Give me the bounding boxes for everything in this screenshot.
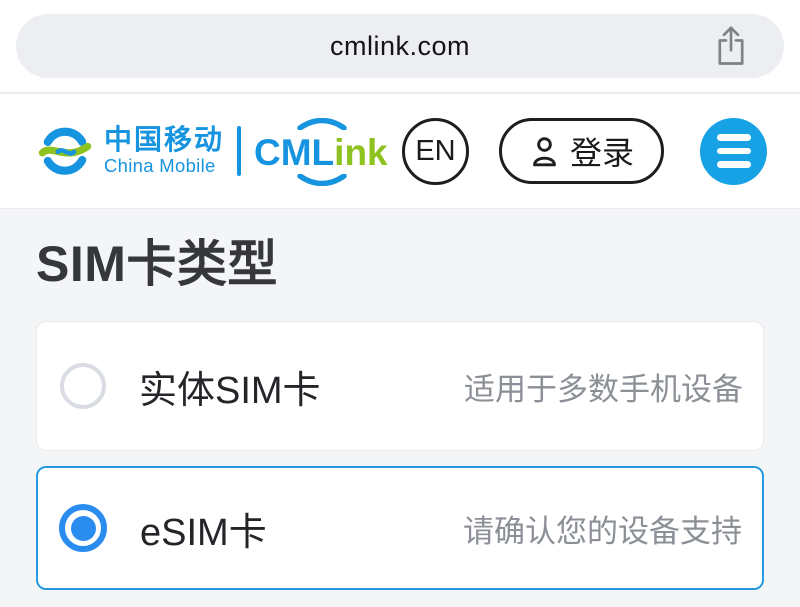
language-button[interactable]: EN	[401, 117, 469, 185]
share-icon[interactable]	[714, 25, 748, 67]
cmlink-logo[interactable]: 中国移动 China Mobile CMLink	[36, 117, 394, 186]
site-header: 中国移动 China Mobile CMLink EN	[0, 94, 800, 209]
option-label: eSIM卡	[140, 511, 267, 554]
wordmark-blue-part: CML	[254, 131, 335, 173]
option-label: 实体SIM卡	[139, 369, 321, 412]
option-note: 适用于多数手机设备	[464, 371, 743, 407]
wordmark-arc-bottom-icon	[297, 173, 347, 186]
browser-bar: cmlink.com	[0, 0, 800, 94]
logo-english-name: China Mobile	[104, 155, 216, 177]
logo-text: 中国移动 China Mobile	[104, 126, 224, 176]
logo-chinese-name: 中国移动	[104, 124, 225, 156]
url-text: cmlink.com	[329, 30, 470, 61]
menu-button[interactable]	[700, 117, 767, 185]
sim-type-option-physical[interactable]: 实体SIM卡 适用于多数手机设备	[36, 321, 764, 451]
header-actions: EN 登录	[401, 117, 767, 185]
main-content: SIM卡类型 实体SIM卡 适用于多数手机设备 eSIM卡 请确认您的设备支持	[0, 209, 800, 607]
hamburger-icon	[716, 134, 751, 141]
option-note: 请确认您的设备支持	[463, 513, 742, 549]
radio-dot	[70, 515, 96, 541]
login-button[interactable]: 登录	[498, 118, 664, 184]
sim-type-option-esim[interactable]: eSIM卡 请确认您的设备支持	[36, 466, 764, 590]
login-label: 登录	[569, 135, 634, 171]
wordmark-text: CMLink	[254, 132, 388, 173]
page-title: SIM卡类型	[36, 236, 278, 292]
radio-checked[interactable]	[59, 504, 107, 552]
cmlink-wordmark: CMLink	[252, 117, 394, 186]
logo-divider	[237, 126, 242, 176]
wordmark-arc-top-icon	[297, 117, 347, 130]
radio-unchecked[interactable]	[60, 363, 106, 409]
user-icon	[529, 135, 560, 168]
china-mobile-logo-icon	[38, 127, 92, 175]
address-bar[interactable]: cmlink.com	[16, 14, 784, 78]
wordmark-green-part: ink	[334, 131, 388, 173]
